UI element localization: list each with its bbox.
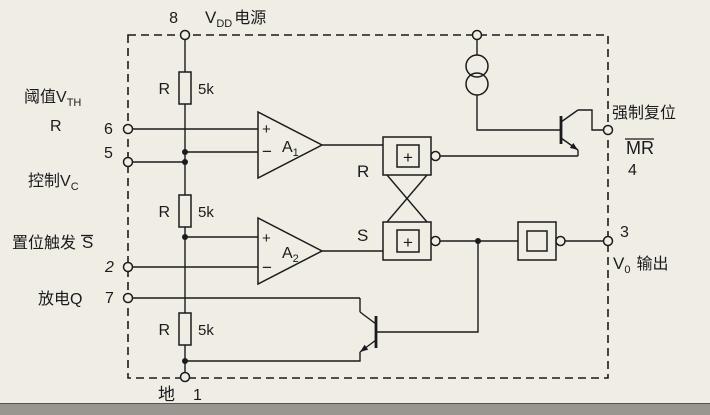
scan-shadow-strip: [0, 404, 710, 415]
pin4-terminal: [602, 124, 614, 136]
pin5-terminal: [122, 156, 134, 168]
pin3-terminal: [602, 235, 614, 247]
pin1-number: 1: [193, 387, 202, 404]
pin1-terminal: [179, 371, 191, 383]
comparator-a1-triangle: [257, 110, 324, 180]
ff-gate-lower-symbol: +: [403, 233, 413, 252]
resistor-r1-value: 5k: [198, 81, 214, 98]
reset-transistor: [559, 109, 579, 151]
pin7-number: 7: [105, 290, 114, 307]
comparator-a1-plus-sign: +: [262, 121, 271, 138]
ground-label: 地: [158, 385, 175, 404]
threshold-label-r: R: [50, 118, 62, 135]
pin5-number: 5: [104, 145, 113, 162]
discharge-label: 放电Q: [38, 290, 82, 308]
junction-dots: [182, 149, 481, 364]
pin-terminals: [122, 29, 614, 383]
comparator-a1: + − A1: [257, 110, 324, 180]
resistor-r2-name: R: [158, 204, 170, 221]
wire-master-reset: [578, 109, 604, 131]
comparator-a2: + − A2: [257, 216, 324, 286]
output-inverter-bubble: [555, 235, 566, 247]
rs-flipflop: + + R S: [357, 136, 441, 261]
junction-control: [182, 159, 188, 165]
master-reset-label: 强制复位: [612, 104, 676, 122]
comparator-a2-minus-sign: −: [262, 258, 272, 277]
junction-a1-ref: [182, 149, 188, 155]
wire-cross-coupling: [386, 174, 428, 223]
resistor-r1-name: R: [158, 81, 170, 98]
set-trigger-label: 置位触发: [12, 234, 76, 252]
discharge-transistor: [359, 311, 378, 353]
resistor-r3-body: [178, 312, 192, 346]
pin6-number: 6: [104, 121, 113, 138]
pin7-terminal: [122, 292, 134, 304]
comparator-a1-label: A1: [282, 139, 299, 159]
junction-a2-ref: [182, 234, 188, 240]
pin4-number: 4: [628, 162, 637, 179]
ff-r-input-label: R: [357, 162, 369, 181]
current-source-circle-top: [465, 54, 489, 78]
pin6-terminal: [122, 123, 134, 135]
current-source-circle-bottom: [465, 72, 489, 96]
resistor-r3-value: 5k: [198, 322, 214, 339]
ff-gate-upper-symbol-box: [396, 144, 420, 168]
ff-gate-lower-symbol-box: [396, 229, 420, 253]
resistor-r1: R 5k: [158, 71, 214, 105]
ff-s-input-label: S: [357, 226, 368, 245]
ff-gate-lower-inversion-bubble: [430, 235, 441, 247]
current-source-icon: [465, 54, 489, 96]
pin3-number: 3: [620, 224, 629, 241]
threshold-label: 阈值VTH: [24, 88, 81, 109]
resistor-r3-name: R: [158, 322, 170, 339]
wire-q-output: [440, 150, 579, 157]
junction-qbar: [475, 238, 481, 244]
discharge-transistor-emitter-arrow: [360, 344, 369, 352]
wires: [132, 39, 604, 373]
wire-discharge-emitter-ground: [185, 352, 361, 362]
vdd-internal-terminal: [471, 29, 483, 41]
comparator-a1-minus-sign: −: [262, 142, 272, 161]
ic-boundary-dashed: [127, 34, 609, 379]
comparator-a2-label: A2: [282, 245, 299, 265]
resistor-r2-value: 5k: [198, 204, 214, 221]
wire-discharge-base: [376, 241, 479, 333]
discharge-transistor-collector: [359, 311, 377, 325]
resistor-r2-body: [178, 194, 192, 228]
output-inverter: [517, 221, 566, 261]
control-label: 控制VC: [28, 172, 79, 193]
output-inverter-symbol-box: [526, 230, 548, 252]
junction-ground: [182, 358, 188, 364]
pin2-number: 2: [104, 259, 114, 276]
set-trigger-signal: S: [82, 233, 93, 252]
resistor-r2: R 5k: [158, 194, 214, 228]
ff-gate-upper-inversion-bubble: [430, 150, 441, 162]
comparator-a2-plus-sign: +: [262, 230, 271, 247]
master-reset-signal: MR: [626, 138, 654, 158]
resistor-r1-body: [178, 71, 192, 105]
resistor-r3: R 5k: [158, 312, 214, 346]
wire-current-source-out: [476, 95, 561, 131]
reset-transistor-collector: [560, 109, 579, 123]
ff-gate-upper-symbol: +: [403, 148, 413, 167]
pin8-number: 8: [169, 10, 178, 27]
comparator-a2-triangle: [257, 216, 324, 286]
pin8-terminal: [179, 29, 191, 41]
reset-transistor-emitter-arrow: [569, 143, 578, 150]
pin2-terminal: [122, 261, 134, 273]
